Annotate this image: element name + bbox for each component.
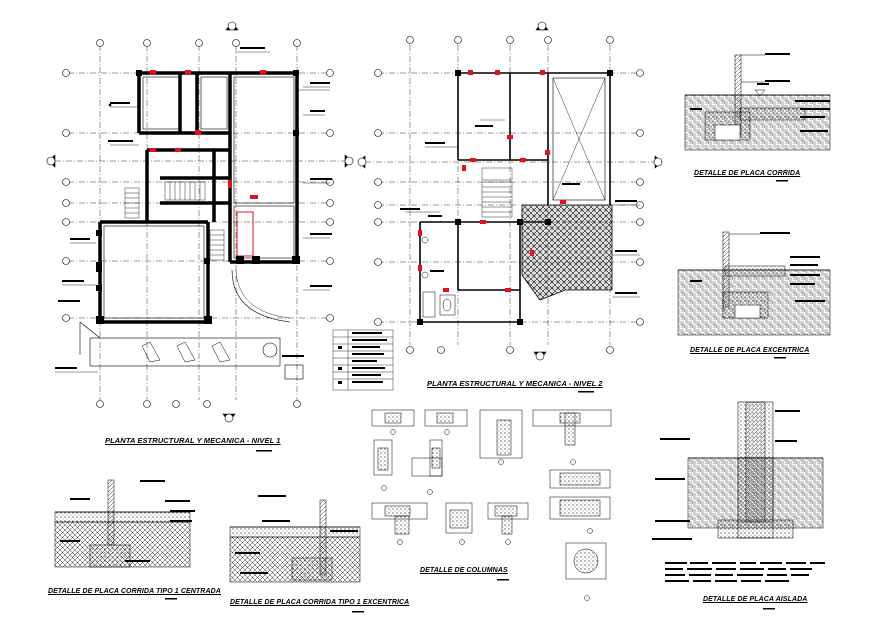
title-detail-columnas: DETALLE DE COLUMNAS bbox=[420, 567, 508, 574]
title-detail-tipo1-centrada: DETALLE DE PLACA CORRIDA TIPO 1 CENTRADA bbox=[48, 588, 221, 595]
plan-level-2 bbox=[332, 21, 663, 391]
detail-placa-corrida bbox=[684, 53, 831, 151]
title-detail-aislada: DETALLE DE PLACA AISLADA bbox=[703, 596, 808, 603]
title-detail-corrida: DETALLE DE PLACA CORRIDA bbox=[694, 170, 801, 177]
title-detail-tipo1-excentrica: DETALLE DE PLACA CORRIDA TIPO 1 EXCENTRI… bbox=[230, 599, 410, 606]
title-underbars bbox=[165, 180, 788, 613]
detail-tipo1-excentrica bbox=[229, 495, 361, 583]
title-plan-level-2: PLANTA ESTRUCTURAL Y MECANICA - NIVEL 2 bbox=[427, 379, 603, 388]
detail-columnas bbox=[371, 409, 612, 601]
detail-placa-excentrica bbox=[677, 231, 831, 336]
detail-placa-aislada bbox=[652, 401, 825, 582]
title-plan-level-1: PLANTA ESTRUCTURAL Y MECANICA - NIVEL 1 bbox=[105, 436, 281, 445]
detail-tipo1-centrada bbox=[54, 479, 195, 568]
title-detail-excentrica: DETALLE DE PLACA EXCENTRICA bbox=[690, 347, 810, 354]
plan-level-1 bbox=[46, 21, 354, 423]
